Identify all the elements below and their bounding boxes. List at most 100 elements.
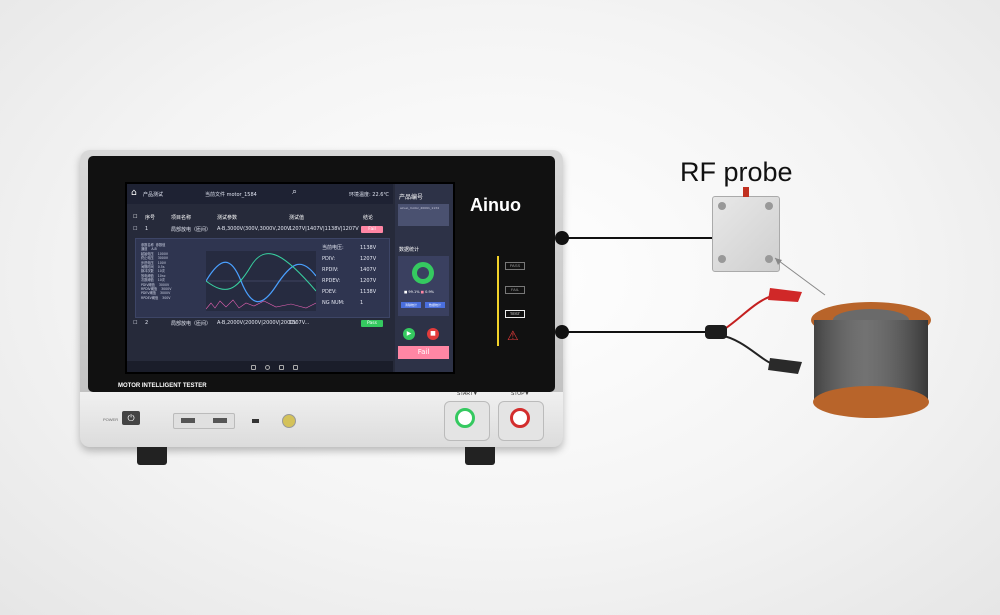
nav-home-icon[interactable] xyxy=(265,365,270,370)
device-label: MOTOR INTELLIGENT TESTER xyxy=(118,383,207,389)
usb-port[interactable] xyxy=(181,418,195,423)
row-name: 局部放电（匝间） xyxy=(171,321,212,327)
device-lower-panel xyxy=(80,392,563,447)
sd-slot[interactable] xyxy=(252,419,259,423)
row-checkbox[interactable]: ☐ xyxy=(133,226,138,232)
touch-screen[interactable]: ⌂ 产品测试 当前文件 motor_1584 ⌕ 环境温度: 22.6℃ ☐ 序… xyxy=(125,182,455,374)
start-button[interactable] xyxy=(455,408,475,428)
product-code-title: 产品编号 xyxy=(399,194,424,201)
pass-badge: Pass xyxy=(361,320,383,327)
clear-stats-button[interactable]: 清除统计 xyxy=(401,302,421,308)
black-lead xyxy=(719,334,776,366)
test-clamps xyxy=(705,288,802,374)
usb-panel xyxy=(173,413,235,429)
row-name: 局部放电（匝间） xyxy=(171,227,212,233)
row-checkbox[interactable]: ☐ xyxy=(133,320,138,326)
right-panel: 产品编号 ainuo_motor_20091_1134 数据统计 ■ 99.1%… xyxy=(395,184,453,372)
search-icon[interactable]: ⌕ xyxy=(292,187,298,197)
screen-title: 产品测试 xyxy=(143,192,164,198)
usb-port[interactable] xyxy=(213,418,227,423)
measurement-list: 当前电压:1138V PDIV:1207V RPDIV:1407V RPDEV:… xyxy=(322,243,377,309)
measure-row: 当前电压:1138V xyxy=(322,245,377,251)
screw-icon xyxy=(765,202,773,210)
col-params: 测试参数 xyxy=(217,215,238,221)
connector-plug xyxy=(705,325,727,339)
row-value: 1207V|1407V|1138V|1207V xyxy=(289,226,359,232)
discharge-curve xyxy=(205,253,317,292)
power-button[interactable]: ⏻ xyxy=(122,411,140,425)
status-light-bar xyxy=(497,256,499,346)
warning-icon: ⚠ xyxy=(507,328,519,343)
row-params: A-B,3000V(300V,3000V,200V xyxy=(217,226,291,232)
play-icon[interactable]: ▶ xyxy=(403,328,415,340)
pass-rate-ring xyxy=(412,262,434,284)
clamp-port-dot xyxy=(555,325,569,339)
device-foot-left xyxy=(137,447,167,465)
fail-status-button[interactable]: Fail xyxy=(398,346,449,359)
col-result: 结论 xyxy=(363,215,374,221)
start-label: START▼ xyxy=(457,391,478,397)
checkbox-all[interactable]: ☐ xyxy=(133,214,138,220)
stats-title: 数据统计 xyxy=(399,247,420,253)
row-num: 1 xyxy=(145,226,149,232)
product-code-field[interactable]: ainuo_motor_20091_1134 xyxy=(398,204,449,226)
coil-bottom-winding xyxy=(813,386,929,418)
rf-probe-device xyxy=(712,187,780,272)
stop-icon[interactable]: ■ xyxy=(427,328,439,340)
stator-coil xyxy=(811,302,931,418)
measure-row: NG NUM:1 xyxy=(322,300,364,306)
voltage-curve xyxy=(205,261,317,303)
row-value: 1307V... xyxy=(289,320,310,326)
table-header: ☐ 序号 项目名称 测试参数 测试值 结论 xyxy=(133,214,389,222)
col-num: 序号 xyxy=(145,215,156,221)
stats-card: ■ 99.1% ■ 0.9% 清除统计 数据统计 xyxy=(398,256,449,316)
nav-back-icon[interactable] xyxy=(251,365,256,370)
row-num: 2 xyxy=(145,320,149,326)
probe-port-dot xyxy=(555,231,569,245)
stop-button[interactable] xyxy=(510,408,530,428)
nav-recent-icon[interactable] xyxy=(279,365,284,370)
data-stats-button[interactable]: 数据统计 xyxy=(425,302,445,308)
arrow-head xyxy=(775,258,782,265)
current-file: 当前文件 motor_1584 xyxy=(205,192,257,198)
device-foot-right xyxy=(465,447,495,465)
waveform-plot xyxy=(205,251,317,311)
black-clamp xyxy=(768,358,802,374)
stop-label: STOP▼ xyxy=(511,391,530,397)
table-row[interactable]: ☐ 2 局部放电（匝间） A-B,2000V(2000V|2000V|2000V… xyxy=(133,320,389,329)
screen-topbar: ⌂ 产品测试 当前文件 motor_1584 ⌕ 环境温度: 22.6℃ xyxy=(127,184,393,204)
measure-row: RPDIV:1407V xyxy=(322,267,377,273)
android-navbar xyxy=(127,361,393,372)
red-lead xyxy=(719,294,776,333)
pass-indicator: PASS xyxy=(505,262,525,270)
measure-row: PDEV:1138V xyxy=(322,289,377,295)
waveform-svg xyxy=(205,253,317,310)
table-row[interactable]: ☐ 1 局部放电（匝间） A-B,3000V(300V,3000V,200V 1… xyxy=(133,226,389,235)
measure-row: PDIV:1207V xyxy=(322,256,377,262)
rf-probe-label: RF probe xyxy=(680,157,793,187)
probe-antenna xyxy=(743,187,749,197)
measure-row: RPDEV:1207V xyxy=(322,278,377,284)
home-icon[interactable]: ⌂ xyxy=(131,188,137,198)
fail-badge: Fail xyxy=(361,226,383,233)
temperature: 环境温度: 22.6℃ xyxy=(349,192,390,198)
nav-volume-icon[interactable] xyxy=(293,365,298,370)
pulse-curve xyxy=(205,299,317,310)
knob-icon[interactable] xyxy=(282,414,296,428)
col-value: 测试值 xyxy=(289,215,305,221)
screw-icon xyxy=(718,202,726,210)
